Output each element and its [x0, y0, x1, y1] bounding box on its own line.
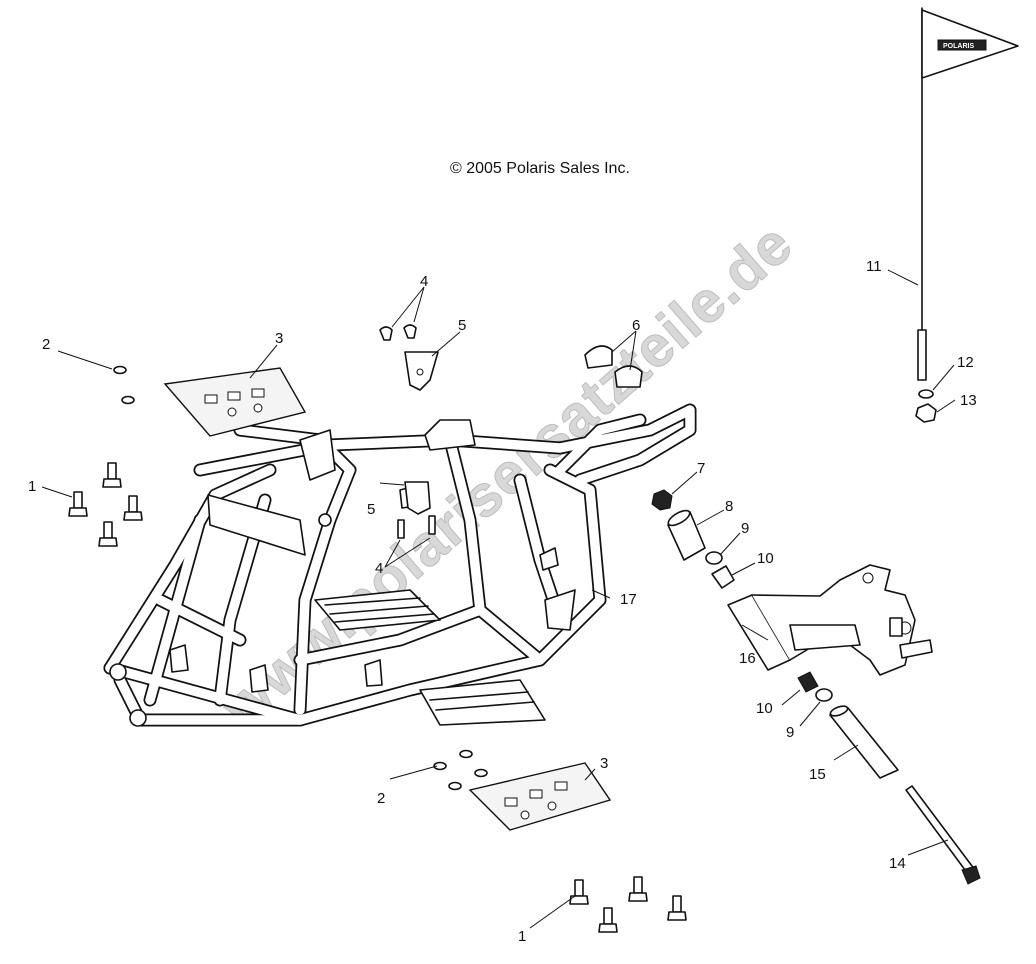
callout-9-lower: 9: [786, 724, 794, 741]
callout-6: 6: [632, 317, 640, 334]
callout-14: 14: [889, 855, 906, 872]
steering-post-part-16: [727, 564, 933, 676]
callout-8: 8: [725, 498, 733, 515]
nut-part-13: [915, 403, 937, 423]
bracket-top: [404, 351, 439, 391]
callout-15: 15: [809, 766, 826, 783]
callout-2-bottom: 2: [377, 790, 385, 807]
bushing-part-8: [667, 509, 706, 561]
clip-group: [584, 345, 643, 388]
callout-16: 16: [739, 650, 756, 667]
washer-group-left: [113, 365, 135, 405]
bolt-group-bottom: [569, 876, 687, 933]
screw-group-middle: [397, 515, 436, 539]
callout-9-upper: 9: [741, 520, 749, 537]
callout-17: 17: [620, 591, 637, 608]
shaft-part-15: [829, 705, 899, 779]
callout-3-top: 3: [275, 330, 283, 347]
flag-assembly: POLARIS: [917, 7, 1019, 381]
bracket-middle: [404, 481, 431, 515]
bushing-part-10-lower: [797, 671, 819, 693]
screw-group-top: [379, 324, 417, 341]
callout-labels: 1 1 2 2 3 3 4 4 5 5 6 7 8 9 9 10 10 11 1…: [28, 258, 977, 945]
callout-5-top: 5: [458, 317, 466, 334]
callout-1-bottom: 1: [518, 928, 526, 945]
callout-7: 7: [697, 460, 705, 477]
callout-11: 11: [866, 258, 882, 275]
callout-4-top: 4: [420, 273, 428, 290]
frame-part-17: [103, 403, 697, 727]
callout-13: 13: [960, 392, 977, 409]
washer-part-12: [918, 389, 934, 399]
washer-group-bottom: [433, 749, 488, 791]
bolt-group-left: [68, 462, 143, 547]
washer-part-9-upper: [705, 551, 723, 565]
callout-1-left: 1: [28, 478, 36, 495]
skid-plate-bottom: [468, 762, 612, 831]
copyright-text: © 2005 Polaris Sales Inc.: [450, 160, 630, 177]
callout-3-bottom: 3: [600, 755, 608, 772]
callout-4-middle: 4: [375, 560, 383, 577]
callout-2-left: 2: [42, 336, 50, 353]
bushing-part-10-upper: [711, 565, 735, 589]
callout-5-middle: 5: [367, 501, 375, 518]
nut-part-7: [651, 489, 673, 511]
callout-10-lower: 10: [756, 700, 773, 717]
callout-10-upper: 10: [757, 550, 774, 567]
callout-12: 12: [957, 354, 974, 371]
leader-lines: [41, 269, 956, 929]
bolt-part-14: [905, 785, 981, 885]
flag-logo-text: POLARIS: [943, 43, 974, 50]
washer-part-9-lower: [815, 688, 833, 702]
skid-plate-top: [163, 367, 307, 437]
